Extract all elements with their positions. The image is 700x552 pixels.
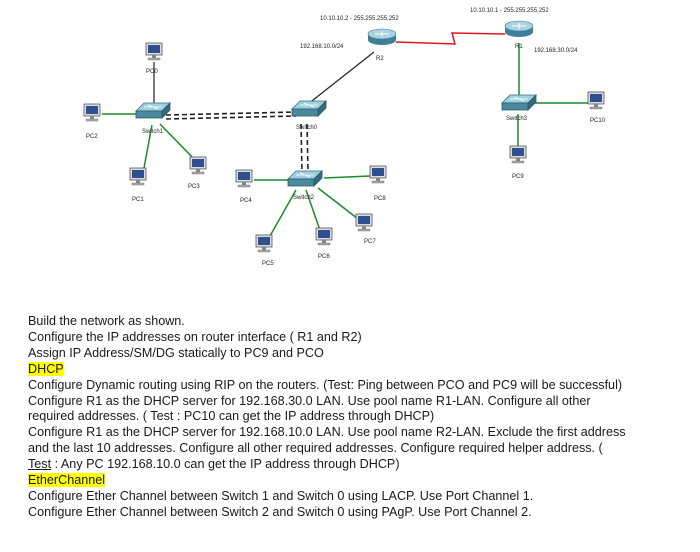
link-switch1-switch0-2 bbox=[165, 115, 297, 120]
instruction-line: Configure Dynamic routing using RIP on t… bbox=[28, 377, 623, 392]
label-r1: R1 bbox=[515, 44, 523, 50]
label-r1-lan: 192.168.30.0/24 bbox=[534, 48, 578, 54]
etherchannel-heading-text: EtherChannel bbox=[28, 473, 106, 488]
link-switch1-switch0 bbox=[165, 111, 297, 116]
label-r2: R2 bbox=[376, 56, 384, 62]
test-word: Test bbox=[28, 457, 52, 472]
label-pc9: PC9 bbox=[512, 174, 524, 180]
diagram-labels: 10.10.10.2 - 255.255.255.252 10.10.10.1 … bbox=[86, 8, 606, 267]
switch3[interactable] bbox=[501, 94, 537, 111]
dhcp-heading-text: DHCP bbox=[28, 361, 64, 376]
router-r2[interactable] bbox=[367, 28, 397, 46]
instructions-panel: Build the network as shown. Configure th… bbox=[28, 314, 696, 521]
instruction-line: Assign IP Address/SM/DG statically to PC… bbox=[28, 345, 324, 360]
pc3[interactable] bbox=[189, 156, 207, 175]
label-pc5: PC5 bbox=[262, 261, 274, 267]
switch1[interactable] bbox=[135, 102, 171, 119]
pc6[interactable] bbox=[315, 227, 333, 246]
link-pc1-switch1 bbox=[143, 124, 153, 169]
instruction-line: Configure the IP addresses on router int… bbox=[28, 329, 362, 344]
etherchannel-heading: EtherChannel bbox=[28, 473, 696, 489]
link-pc5-switch2 bbox=[269, 189, 297, 237]
instruction-line: Build the network as shown. bbox=[28, 314, 185, 328]
network-diagram: 10.10.10.2 - 255.255.255.252 10.10.10.1 … bbox=[83, 8, 606, 267]
pc9[interactable] bbox=[509, 145, 527, 164]
label-switch0: Switch0 bbox=[296, 125, 318, 131]
label-pc1: PC1 bbox=[132, 197, 144, 203]
label-pc3: PC3 bbox=[188, 184, 200, 190]
label-pc4: PC4 bbox=[240, 198, 252, 204]
instruction-line: Test : Any PC 192.168.10.0 can get the I… bbox=[28, 457, 696, 473]
label-pc7: PC7 bbox=[364, 239, 376, 245]
pc2[interactable] bbox=[83, 103, 101, 122]
network-links bbox=[102, 32, 588, 237]
instruction-line: Configure Ether Channel between Switch 2… bbox=[28, 504, 532, 519]
label-pc8: PC8 bbox=[374, 196, 386, 202]
dhcp-heading: DHCP bbox=[28, 361, 696, 378]
link-pc8-switch2 bbox=[323, 175, 371, 179]
pc10[interactable] bbox=[587, 91, 605, 110]
pc7[interactable] bbox=[355, 213, 373, 232]
label-r1-wan: 10.10.10.1 - 255.255.255.252 bbox=[470, 8, 549, 14]
pc5[interactable] bbox=[255, 234, 273, 253]
label-r2-lan: 192.168.10.0/24 bbox=[300, 44, 344, 50]
link-pc3-switch1 bbox=[159, 123, 196, 161]
label-switch1: Switch1 bbox=[142, 129, 164, 135]
router-r1[interactable] bbox=[504, 20, 534, 38]
switch0[interactable] bbox=[291, 100, 327, 117]
link-switch0-switch2-a bbox=[300, 123, 303, 173]
link-switch0-r2 bbox=[307, 51, 375, 105]
instruction-line: and the last 10 addresses. Configure all… bbox=[28, 441, 603, 456]
label-pc0: PC0 bbox=[146, 69, 158, 75]
label-pc2: PC2 bbox=[86, 134, 98, 140]
label-switch2: Switch2 bbox=[293, 195, 315, 201]
link-switch0-switch2-b bbox=[306, 123, 309, 173]
instruction-line: required addresses. ( Test : PC10 can ge… bbox=[28, 409, 435, 424]
pc0[interactable] bbox=[145, 42, 163, 61]
pc4[interactable] bbox=[235, 169, 253, 188]
instruction-line: Configure Ether Channel between Switch 1… bbox=[28, 488, 534, 503]
label-pc6: PC6 bbox=[318, 254, 330, 260]
label-switch3: Switch3 bbox=[506, 116, 528, 122]
instruction-line: Configure R1 as the DHCP server for 192.… bbox=[28, 425, 626, 440]
label-pc10: PC10 bbox=[590, 118, 606, 124]
test-rest: : Any PC 192.168.10.0 can get the IP add… bbox=[51, 457, 400, 472]
label-r2-wan: 10.10.10.2 - 255.255.255.252 bbox=[320, 16, 399, 22]
link-r2-r1-serial bbox=[395, 32, 506, 45]
pc8[interactable] bbox=[369, 165, 387, 184]
instruction-line: Configure R1 as the DHCP server for 192.… bbox=[28, 393, 591, 408]
pc1[interactable] bbox=[129, 167, 147, 186]
link-pc7-switch2 bbox=[317, 187, 363, 223]
switch2[interactable] bbox=[287, 170, 323, 187]
